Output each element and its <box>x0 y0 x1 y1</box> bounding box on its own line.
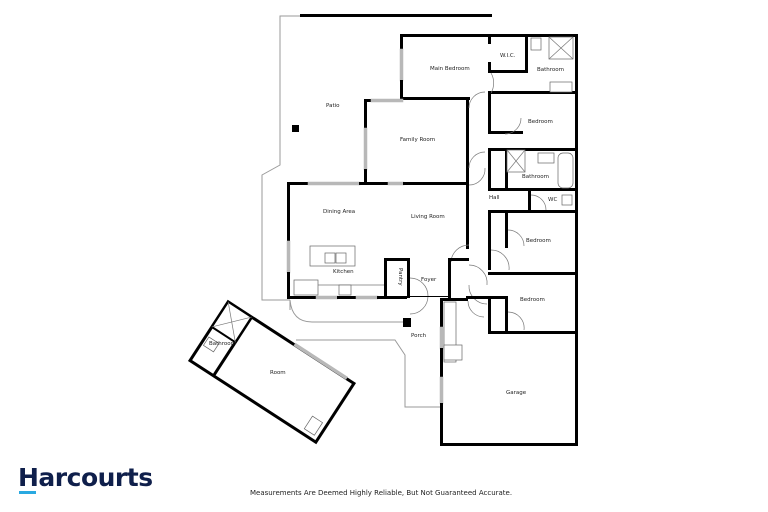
patio-post <box>292 125 299 132</box>
label-porch: Porch <box>411 333 427 339</box>
label-family-room: Family Room <box>400 137 435 143</box>
garage-walls <box>439 296 578 446</box>
label-main-bedroom: Main Bedroom <box>430 66 470 72</box>
studio-vanity <box>202 336 220 353</box>
bedroom-4-walls <box>488 296 578 334</box>
label-hall: Hall <box>489 195 500 201</box>
family-room-walls <box>363 98 469 249</box>
living-walls <box>286 181 470 300</box>
label-patio: Patio <box>326 103 340 109</box>
cooktop-icon <box>338 284 352 296</box>
label-wc: WC <box>548 197 557 203</box>
vanity-icon-2 <box>537 152 555 164</box>
toilet-icon <box>530 37 542 51</box>
label-dining-area: Dining Area <box>323 209 355 215</box>
ensuite-walls <box>488 34 578 444</box>
main-bathroom-walls <box>468 148 578 213</box>
label-foyer: Foyer <box>421 277 437 283</box>
label-studio-bathroom: Bathroom <box>209 341 236 347</box>
disclaimer-text: Measurements Are Deemed Highly Reliable,… <box>250 489 513 497</box>
toilet-icon-2 <box>561 194 573 206</box>
pantry-walls <box>384 258 410 298</box>
label-bathroom-main: Bathroom <box>522 174 549 180</box>
logo-accent-bar <box>19 491 36 494</box>
label-ensuite: Bathroom <box>537 67 564 73</box>
label-bedroom-3: Bedroom <box>526 238 551 244</box>
label-garage: Garage <box>506 390 527 396</box>
bedroom-2-walls <box>468 91 578 151</box>
vanity-icon <box>549 81 573 93</box>
studio-sink <box>303 415 324 436</box>
label-living-room: Living Room <box>411 214 445 220</box>
patio-outline <box>261 15 442 408</box>
fridge-space <box>293 279 319 296</box>
foyer-walls <box>403 258 488 327</box>
label-pantry: Pantry <box>397 268 403 286</box>
porch-post <box>403 318 411 327</box>
label-bedroom-4: Bedroom <box>520 297 545 303</box>
studio-building <box>187 299 357 445</box>
sink-icon <box>324 252 336 264</box>
label-studio-room: Room <box>270 370 286 376</box>
bedroom-3-walls <box>488 210 578 275</box>
label-kitchen: Kitchen <box>333 269 354 275</box>
harcourts-logo: Harcourts <box>18 463 153 492</box>
bathtub-icon <box>557 152 574 189</box>
main-bedroom-walls <box>399 34 490 100</box>
label-wic: W.I.C. <box>500 53 516 59</box>
label-bedroom-2: Bedroom <box>528 119 553 125</box>
kitchen-fixtures <box>293 245 385 296</box>
patio-top-wall <box>300 14 492 17</box>
